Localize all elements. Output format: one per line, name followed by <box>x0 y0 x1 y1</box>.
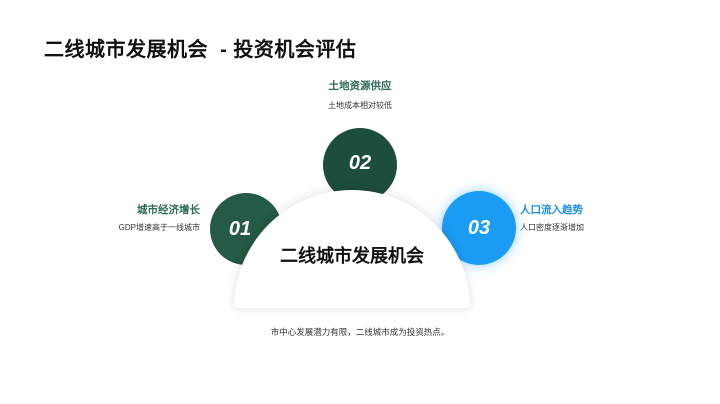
item-label-02: 土地资源供应 <box>328 80 392 92</box>
item-description-01: GDP增速高于一线城市 <box>118 223 200 232</box>
item-description-03: 人口密度逐渐增加 <box>520 223 584 232</box>
item-description-02: 土地成本相对较低 <box>328 101 392 110</box>
item-circle-02: 02 <box>323 128 397 202</box>
page-title: 二线城市发展机会 - 投资机会评估 <box>44 39 357 61</box>
item-number: 02 <box>348 151 372 174</box>
item-number: 01 <box>228 217 252 240</box>
item-number: 03 <box>467 216 491 239</box>
footer-note: 市中心发展潜力有限，二线城市成为投资热点。 <box>270 327 450 337</box>
center-label: 二线城市发展机会 <box>280 246 424 266</box>
item-label-01: 城市经济增长 <box>137 204 200 216</box>
item-label-03: 人口流入趋势 <box>520 204 583 216</box>
